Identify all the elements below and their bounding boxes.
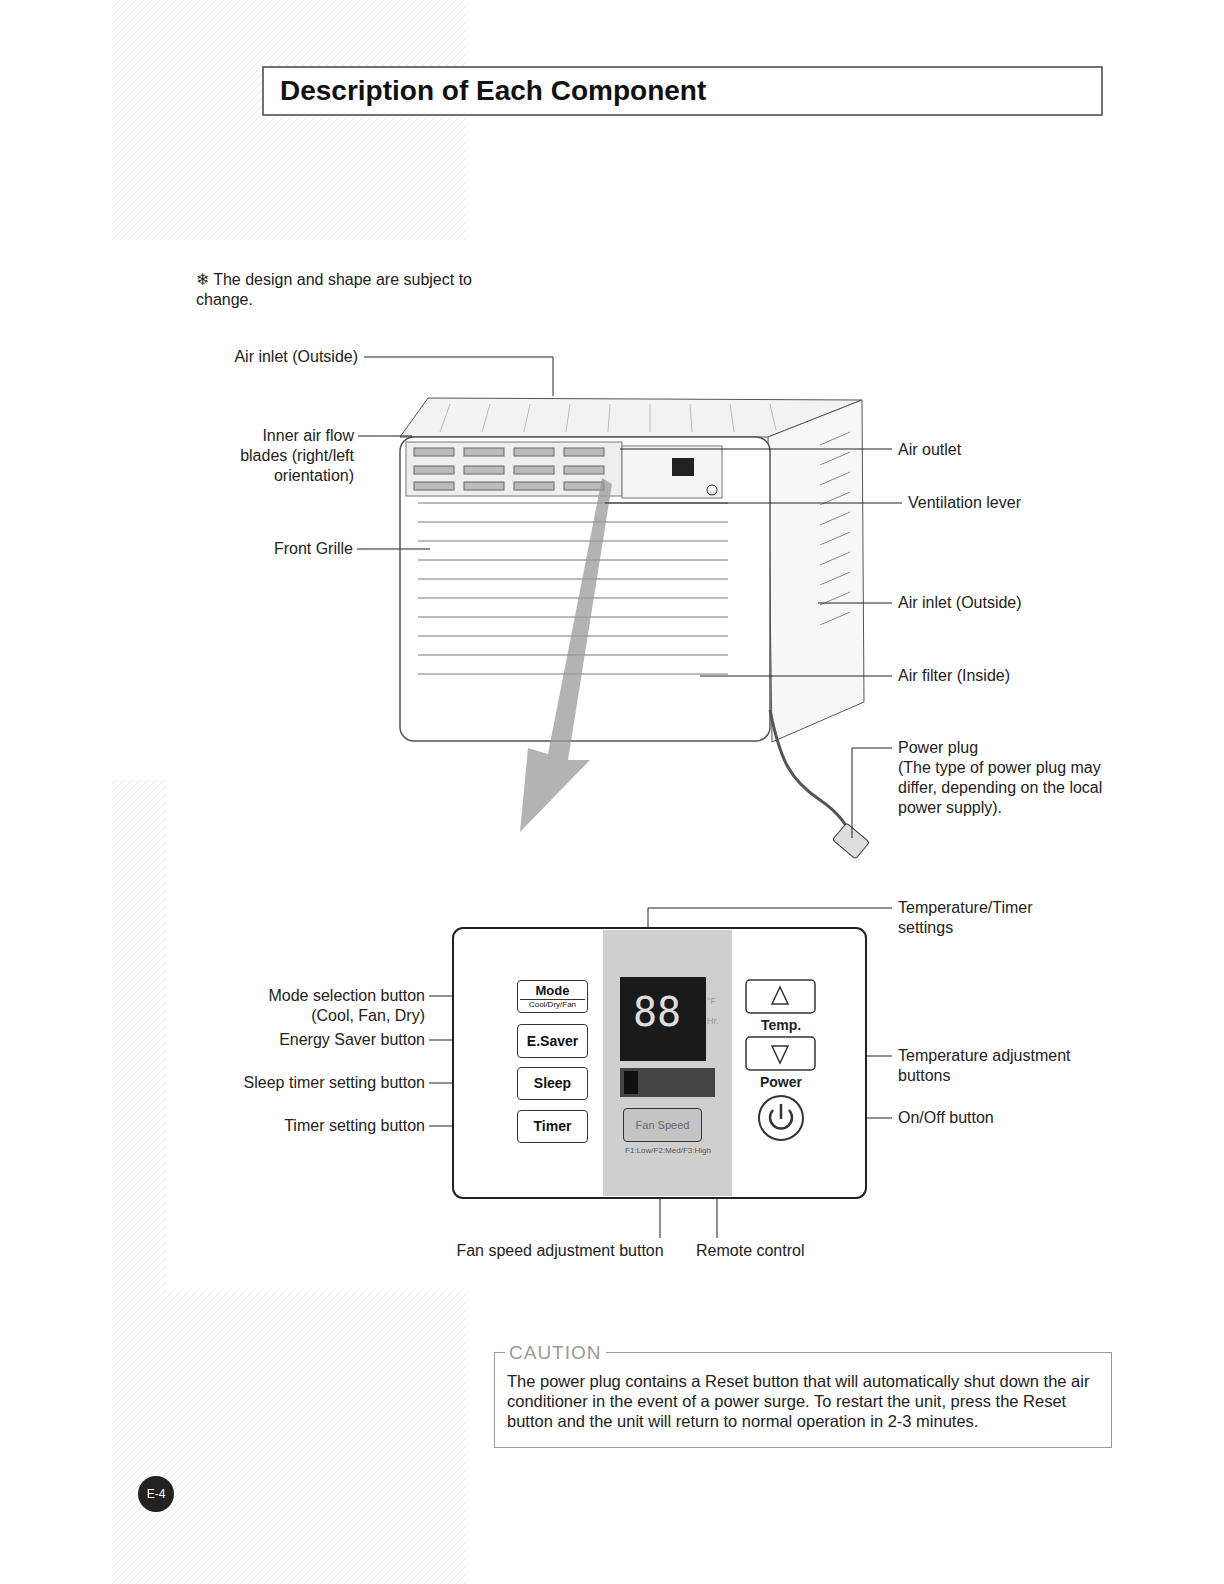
part-label: Temperature adjustment buttons xyxy=(898,1046,1103,1086)
display-unit: °F xyxy=(707,996,727,1007)
caution-box: CAUTIONThe power plug contains a Reset b… xyxy=(494,1352,1112,1448)
part-label: Air filter (Inside) xyxy=(898,666,1098,686)
node-text: Timer xyxy=(520,1118,585,1135)
panel-button: Sleep xyxy=(517,1067,588,1100)
part-label: Fan speed adjustment button xyxy=(440,1241,680,1261)
node-text: Fan Speed xyxy=(626,1119,699,1132)
part-label: Ventilation lever xyxy=(908,493,1108,513)
panel-text: Temp. xyxy=(748,1016,814,1034)
part-note: (The type of power plug may differ, depe… xyxy=(898,758,1103,818)
part-label: Timer setting button xyxy=(215,1116,425,1136)
part-label: On/Off button xyxy=(898,1108,1098,1128)
part-label: Mode selection button (Cool, Fan, Dry) xyxy=(240,986,425,1026)
node-subtext: The power plug contains a Reset button t… xyxy=(507,1371,1099,1431)
display-digits: 88 xyxy=(622,990,692,1034)
part-label: Remote control xyxy=(696,1241,836,1261)
node-subtext: Cool/Dry/Fan xyxy=(520,999,585,1010)
panel-text: Power xyxy=(748,1073,814,1091)
panel-button: Timer xyxy=(517,1110,588,1143)
part-label: Air inlet (Outside) xyxy=(898,593,1098,613)
panel-button: E.Saver xyxy=(517,1024,588,1058)
fan-speed-button: Fan Speed xyxy=(623,1108,702,1142)
part-label: Power plug xyxy=(898,738,1098,758)
node-text: Mode xyxy=(520,983,585,999)
part-label: Temperature/Timer settings xyxy=(898,898,1073,938)
panel-button: ModeCool/Dry/Fan xyxy=(517,980,588,1013)
part-label: Inner air flow blades (right/left orient… xyxy=(214,426,354,486)
part-label: Energy Saver button xyxy=(215,1030,425,1050)
node-text: E-4 xyxy=(147,1487,166,1501)
display-unit: Hr. xyxy=(707,1016,727,1027)
panel-text: F1:Low/F2:Med/F3:High xyxy=(604,1146,732,1156)
page-title: Description of Each Component xyxy=(280,74,706,108)
node-text: E.Saver xyxy=(520,1033,585,1050)
part-label: Air inlet (Outside) xyxy=(196,347,358,367)
part-label: Front Grille xyxy=(245,539,353,559)
page-number: E-4 xyxy=(138,1476,174,1512)
part-label: Sleep timer setting button xyxy=(195,1073,425,1093)
note-text: ❄ The design and shape are subject to ch… xyxy=(196,270,491,310)
node-text: CAUTION xyxy=(505,1341,606,1364)
node-text: Sleep xyxy=(520,1075,585,1092)
part-label: Air outlet xyxy=(898,440,1098,460)
